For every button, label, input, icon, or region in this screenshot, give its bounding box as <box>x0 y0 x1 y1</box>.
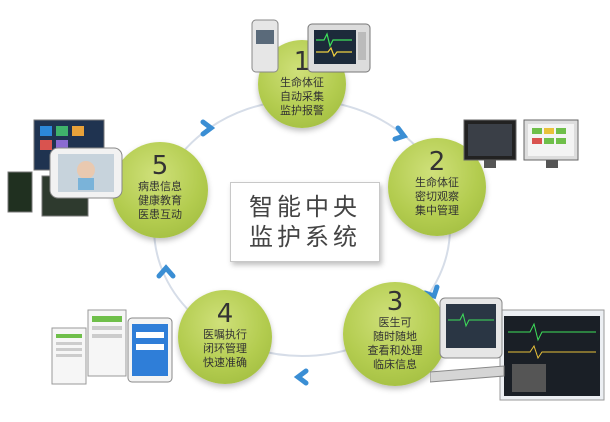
step-number: 4 <box>216 299 234 329</box>
step-node-5: 5 病患信息 健康教育 医患互动 <box>112 142 208 238</box>
mobile-workstation-icon <box>430 297 605 401</box>
arrow-1-to-2 <box>392 125 409 142</box>
step-text: 生命体征 <box>280 76 324 89</box>
step-text: 监护报警 <box>280 104 324 117</box>
step-text: 健康教育 <box>138 194 182 207</box>
step-number: 2 <box>428 147 446 177</box>
title-line-1: 智能中央 <box>249 193 361 221</box>
step-number: 1 <box>293 47 311 77</box>
order-execution-tablets-icon <box>51 309 173 385</box>
step-text: 临床信息 <box>373 358 417 371</box>
step-text: 密切观察 <box>415 190 459 203</box>
step-text: 快速准确 <box>203 356 247 369</box>
arrow-5-to-1 <box>200 119 216 137</box>
step-number: 5 <box>151 151 169 181</box>
step-number: 3 <box>386 287 404 317</box>
step-node-4: 4 医嘱执行 闭环管理 快速准确 <box>178 290 272 384</box>
step-node-3: 3 医生可 随时随地 查看和处理 临床信息 <box>343 282 447 386</box>
step-text: 查看和处理 <box>367 344 423 357</box>
step-text: 医生可 <box>378 316 412 329</box>
arrow-4-to-5 <box>156 264 176 279</box>
central-station-monitors-icon <box>463 119 579 168</box>
central-title: 智能中央 监护系统 <box>230 182 380 262</box>
arrow-3-to-4 <box>293 368 309 386</box>
step-text: 病患信息 <box>138 180 182 193</box>
step-text: 医嘱执行 <box>203 328 247 341</box>
step-text: 生命体征 <box>415 176 459 189</box>
patient-monitor-icon <box>251 19 371 73</box>
step-text: 自动采集 <box>280 90 324 103</box>
title-line-2: 监护系统 <box>249 223 361 251</box>
step-text: 随时随地 <box>373 330 417 343</box>
step-text: 医患互动 <box>138 208 182 221</box>
patient-education-screens-icon <box>7 119 123 217</box>
step-text: 闭环管理 <box>203 342 247 355</box>
step-text: 集中管理 <box>415 204 459 217</box>
